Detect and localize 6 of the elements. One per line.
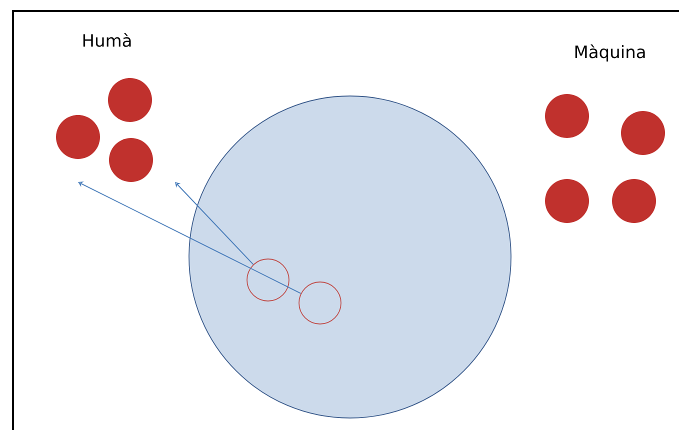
label: Humà xyxy=(83,33,131,47)
arrow xyxy=(175,182,254,265)
large-circle xyxy=(188,96,512,418)
small-ring xyxy=(246,258,290,302)
small-ring xyxy=(298,282,342,324)
label: Màquina xyxy=(575,44,645,62)
